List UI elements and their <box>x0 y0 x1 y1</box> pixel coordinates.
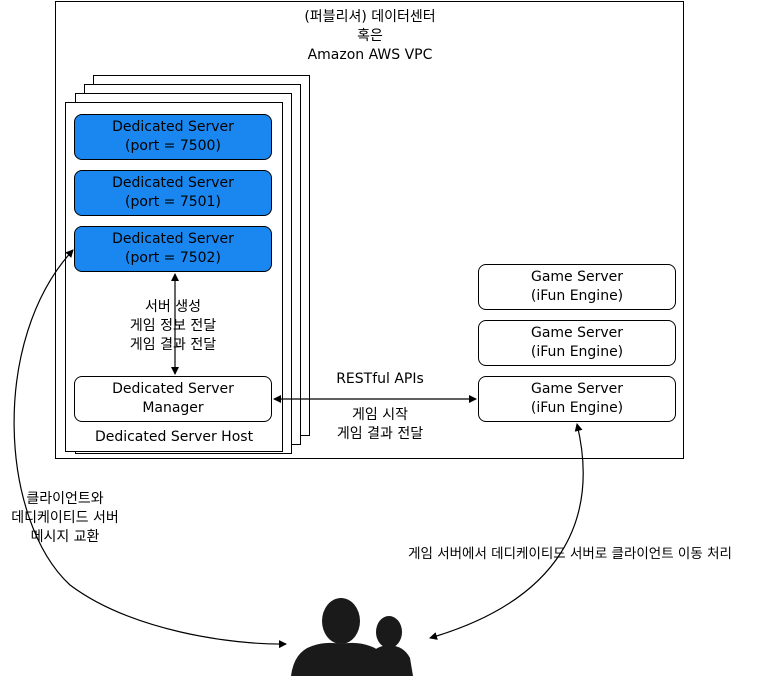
rest-title: RESTful APIs <box>336 371 424 387</box>
game-server-engine: (iFun Engine) <box>530 344 624 360</box>
game-server-label: Game Server <box>530 381 624 397</box>
dedicated-server-port: (port = 7500) <box>125 138 221 154</box>
dedicated-server-label: Dedicated Server <box>112 231 234 247</box>
dedicated-server-label: Dedicated Server <box>112 175 234 191</box>
vpc-title-line1: (퍼블리셔) 데이터센터 <box>304 9 436 25</box>
client-to-dedicated-arrow <box>13 249 287 649</box>
game-server-1: Game Server (iFun Engine) <box>478 264 676 310</box>
rest-notes: 게임 시작 게임 결과 전달 <box>310 406 450 444</box>
rest-note-start: 게임 시작 <box>352 407 408 423</box>
rest-note-result: 게임 결과 전달 <box>336 426 424 442</box>
vpc-title-line3: Amazon AWS VPC <box>307 47 433 63</box>
game-server-label: Game Server <box>530 269 624 285</box>
game-server-engine: (iFun Engine) <box>530 400 624 416</box>
users-silhouette-icon <box>291 598 413 676</box>
game-server-2: Game Server (iFun Engine) <box>478 320 676 366</box>
game-server-label: Game Server <box>530 325 624 341</box>
dedicated-server-7500: Dedicated Server (port = 7500) <box>74 114 272 160</box>
gameserver-to-client-arrow <box>429 423 584 640</box>
game-server-3: Game Server (iFun Engine) <box>478 376 676 422</box>
game-server-engine: (iFun Engine) <box>530 288 624 304</box>
dedicated-server-port: (port = 7501) <box>125 194 221 210</box>
vpc-title-line2: 혹은 <box>357 28 383 44</box>
dedicated-server-7501: Dedicated Server (port = 7501) <box>74 170 272 216</box>
vpc-title: (퍼블리셔) 데이터센터 혹은 Amazon AWS VPC <box>220 8 520 65</box>
dedicated-server-label: Dedicated Server <box>112 119 234 135</box>
